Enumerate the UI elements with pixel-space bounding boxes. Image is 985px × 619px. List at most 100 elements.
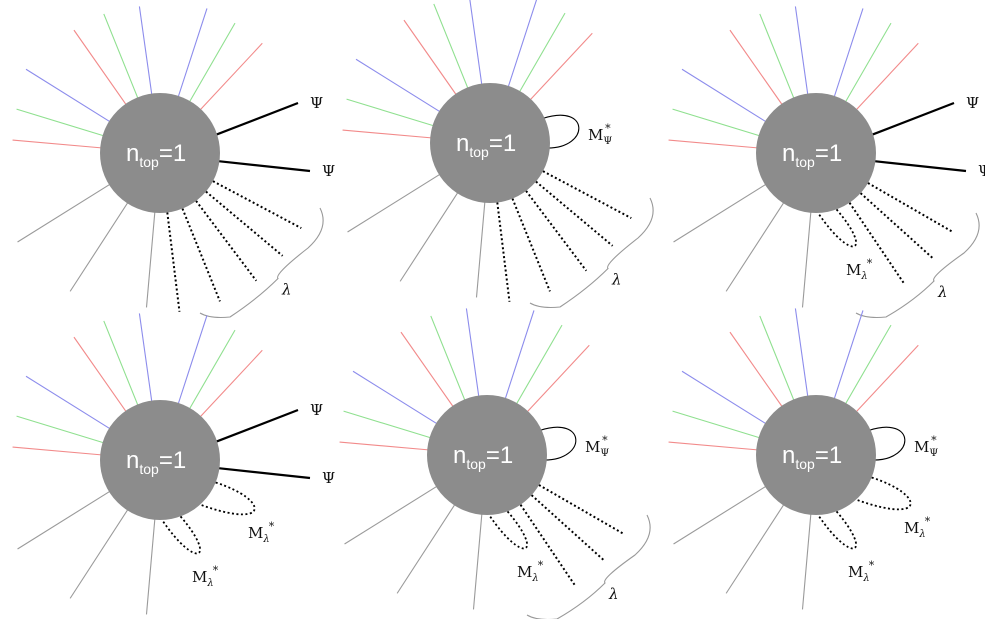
lambda-dotted-line [859, 192, 935, 260]
psi-label: Ψ [310, 401, 323, 419]
leg-line-gray [399, 189, 460, 282]
n-top-label: ntop=1 [782, 442, 842, 472]
lambda-dotted-line [166, 212, 181, 312]
lambda-label: λ [608, 585, 619, 603]
leg-line-red [524, 344, 590, 415]
psi-line [870, 101, 955, 137]
n-top-label: ntop=1 [453, 442, 513, 472]
leg-line-blue [25, 68, 113, 124]
lambda-self-energy-loop [855, 476, 912, 511]
m-star-lambda-label: Mλ* [904, 515, 931, 540]
leg-line-blue [681, 370, 769, 426]
leg-line-blue [681, 68, 769, 124]
leg-line-green [16, 415, 107, 445]
m-star-lambda-label: Mλ* [848, 559, 875, 584]
n-top-blob [756, 93, 876, 213]
leg-line-blue [138, 6, 153, 98]
lambda-brace [199, 207, 324, 319]
leg-line-red [400, 331, 456, 410]
leg-line-green [187, 22, 236, 105]
leg-line-green [433, 3, 470, 92]
leg-line-red [668, 139, 761, 149]
leg-line-green [343, 410, 434, 440]
lambda-self-energy-loop [199, 481, 256, 516]
leg-line-gray [69, 506, 130, 599]
lambda-self-energy-loop [817, 208, 857, 248]
leg-line-gray [145, 515, 156, 615]
lambda-dotted-line [195, 200, 258, 282]
leg-line-red [527, 32, 593, 103]
leg-line-blue [176, 8, 208, 100]
leg-line-gray [396, 501, 457, 594]
panel-bottom-right: MΨ* Mλ* Mλ* ntop=1 [668, 308, 938, 610]
lambda-self-energy-loop [817, 510, 857, 550]
leg-line-red [197, 42, 263, 113]
lambda-dotted-line [511, 198, 551, 292]
psi-line [873, 159, 967, 173]
lambda-dotted-line [205, 190, 284, 257]
leg-line-red [73, 336, 129, 415]
psi-label: Ψ [322, 469, 335, 487]
leg-line-green [103, 13, 140, 102]
m-star-lambda-label: Mλ* [846, 257, 873, 282]
psi-line [214, 101, 299, 137]
m-star-lambda-label: Mλ* [192, 564, 219, 589]
leg-line-green [759, 315, 796, 404]
n-top-label: ntop=1 [126, 140, 186, 170]
leg-line-red [12, 139, 105, 149]
leg-line-green [430, 315, 467, 404]
m-star-lambda-label: Mλ* [248, 520, 275, 545]
leg-line-blue [832, 310, 864, 402]
psi-label: Ψ [310, 94, 323, 112]
lambda-brace [526, 514, 651, 619]
leg-line-green [672, 108, 763, 138]
leg-line-red [853, 344, 919, 415]
n-top-label: ntop=1 [782, 140, 842, 170]
lambda-dotted-line [535, 180, 614, 247]
leg-line-red [403, 19, 459, 98]
psi-label: Ψ [966, 94, 979, 112]
leg-line-gray [17, 489, 113, 550]
lambda-dotted-line [538, 484, 625, 535]
leg-line-blue [832, 8, 864, 100]
leg-line-green [759, 13, 796, 102]
leg-line-red [339, 441, 432, 451]
lambda-dotted-line [530, 494, 606, 562]
psi-self-energy-loop [868, 426, 906, 461]
leg-line-gray [344, 484, 440, 545]
leg-line-blue [794, 6, 809, 98]
leg-line-green [843, 22, 892, 105]
m-star-psi-label: MΨ* [585, 434, 609, 459]
leg-line-green [672, 410, 763, 440]
leg-line-blue [352, 370, 440, 426]
psi-label: Ψ [322, 162, 335, 180]
lambda-dotted-line [542, 170, 632, 219]
leg-line-blue [469, 0, 483, 88]
m-star-psi-label: MΨ* [914, 434, 938, 459]
leg-line-red [729, 29, 785, 108]
leg-line-blue [503, 310, 535, 402]
leg-line-red [668, 441, 761, 451]
leg-line-gray [17, 182, 113, 243]
psi-self-energy-loop [542, 114, 580, 149]
leg-line-blue [506, 0, 538, 90]
lambda-dotted-line [212, 180, 302, 229]
psi-line [214, 408, 299, 444]
panel-bottom-middle: MΨ*λMλ*ntop=1 [339, 308, 651, 619]
leg-line-red [342, 129, 435, 139]
leg-line-gray [673, 182, 769, 243]
lambda-self-energy-loop [488, 510, 528, 550]
leg-line-gray [673, 484, 769, 545]
n-top-blob [427, 395, 547, 515]
leg-line-green [103, 320, 140, 409]
lambda-label: λ [937, 283, 948, 301]
leg-line-gray [725, 199, 786, 292]
leg-line-blue [794, 308, 809, 400]
leg-line-gray [475, 198, 486, 298]
leg-line-red [73, 29, 129, 108]
lambda-brace [529, 197, 654, 309]
